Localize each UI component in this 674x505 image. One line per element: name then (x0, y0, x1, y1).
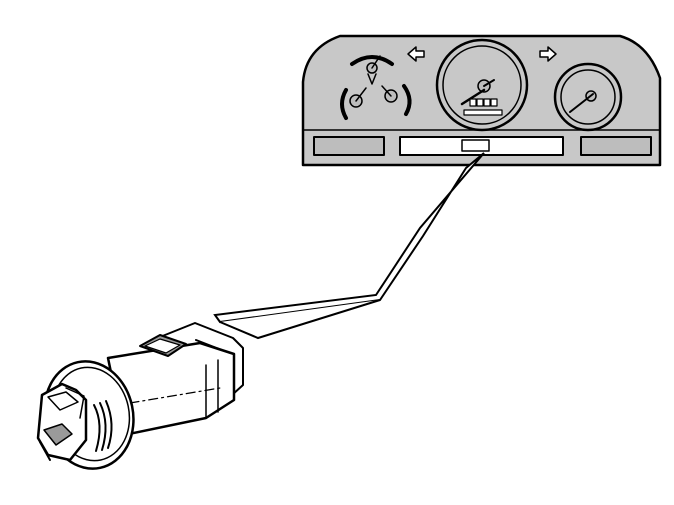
tachometer (553, 62, 623, 132)
turn-signal-right-icon (539, 46, 557, 62)
instrument-cluster (301, 34, 662, 167)
signal-bolt (213, 152, 485, 340)
lower-panel-right (580, 136, 652, 156)
lower-panel-left (313, 136, 385, 156)
speedometer (435, 38, 529, 132)
display-window (461, 139, 490, 152)
left-gauge-group (340, 55, 412, 120)
turn-signal-left-icon (407, 46, 425, 62)
connector-plug (36, 322, 244, 470)
